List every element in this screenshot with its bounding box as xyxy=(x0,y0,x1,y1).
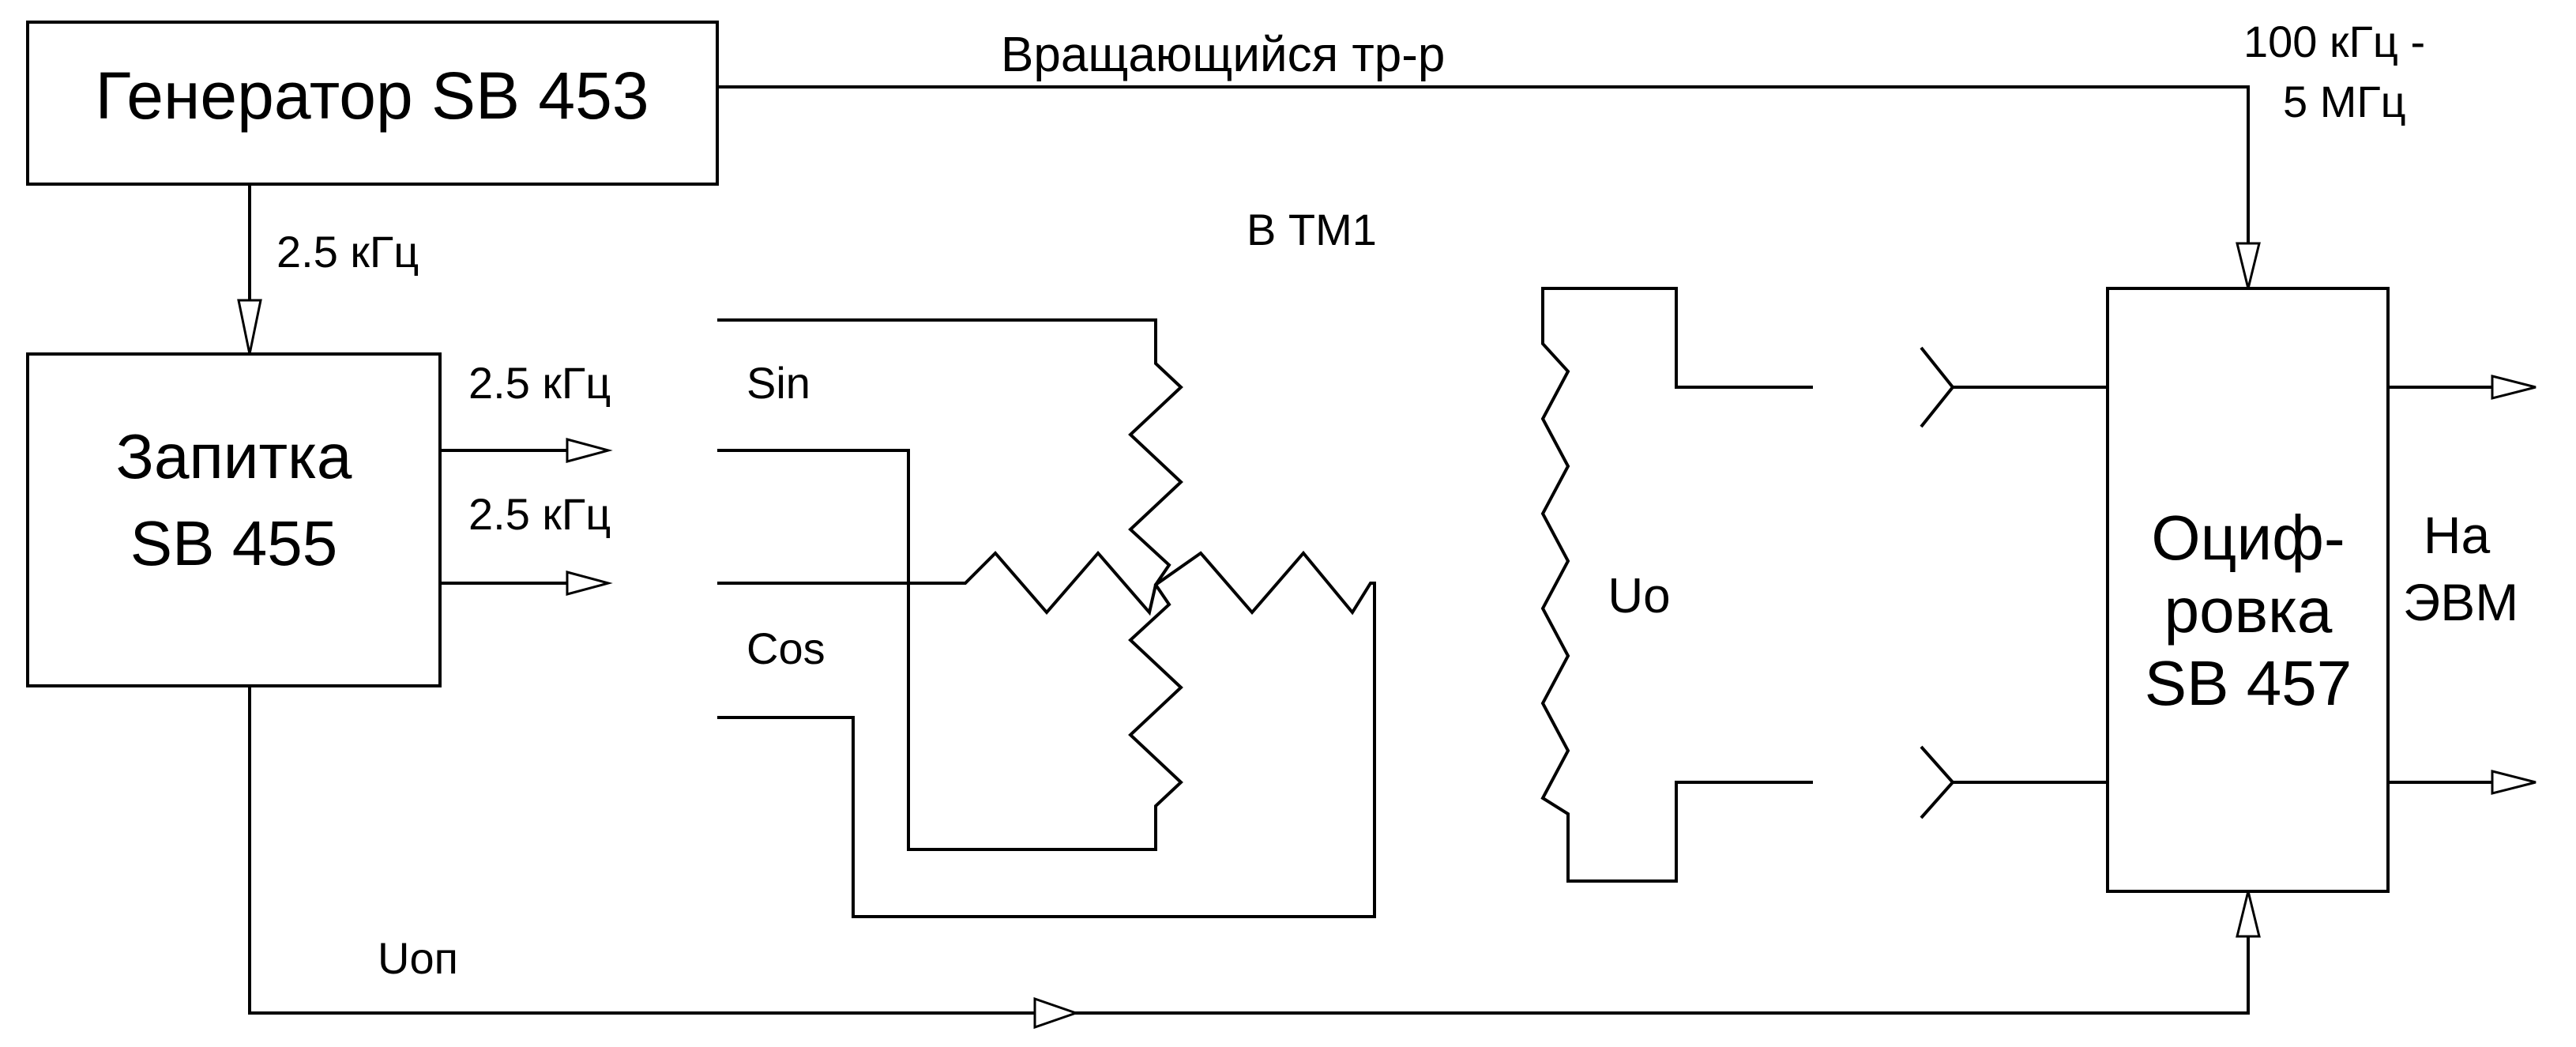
supply-block: Запитка SB 455 xyxy=(26,352,442,687)
supply-label-line2: SB 455 xyxy=(130,508,337,578)
arrow-head-into-digitizer xyxy=(2236,242,2261,289)
supply-out-freq-label-2: 2.5 кГц xyxy=(468,489,611,539)
arrow-head-uop-mid xyxy=(1033,996,1080,1030)
gen-to-digitizer-link: Вращающийся тр-р 100 кГц - 5 МГц xyxy=(717,17,2425,289)
generator-label: Генератор SB 453 xyxy=(95,58,649,133)
arrow-head-supply-out-1 xyxy=(566,438,613,463)
supply-label-line1: Запитка xyxy=(116,421,352,491)
uo-winding xyxy=(1540,287,1813,883)
arrow-head-into-digitizer-bottom xyxy=(2236,891,2261,938)
sin-winding xyxy=(717,318,1183,851)
freq-range-label-line2: 5 МГц xyxy=(2283,77,2406,126)
digitizer-block: Оциф- ровка SB 457 xyxy=(2106,287,2390,893)
digitizer-outputs: На ЭВМ xyxy=(2388,375,2537,795)
cos-label: Cos xyxy=(746,623,825,673)
to-computer-label-line1: На xyxy=(2424,506,2491,564)
gen-to-supply-freq-label: 2.5 кГц xyxy=(276,227,419,277)
freq-range-label-line1: 100 кГц - xyxy=(2243,17,2425,66)
rotating-transformer-label: Вращающийся тр-р xyxy=(1001,28,1445,82)
arrow-head-into-supply xyxy=(237,299,262,355)
arrow-head-output-1 xyxy=(2491,375,2537,400)
resolver-windings: В ТМ1 Sin Cos Uo xyxy=(717,205,1813,918)
digitizer-label-line2: ровка xyxy=(2164,575,2333,646)
cos-winding xyxy=(717,550,1376,918)
uop-label: Uоп xyxy=(378,933,458,983)
digitizer-input-connectors xyxy=(1920,346,2108,819)
connector-bottom xyxy=(1920,745,1955,819)
supply-out-freq-label-1: 2.5 кГц xyxy=(468,358,611,408)
arrow-head-output-2 xyxy=(2491,770,2537,795)
sin-label: Sin xyxy=(746,358,810,408)
connector-top xyxy=(1920,346,1955,428)
in-tm1-label: В ТМ1 xyxy=(1247,205,1377,254)
arrow-head-supply-out-2 xyxy=(566,571,613,596)
uo-label: Uo xyxy=(1608,569,1670,623)
digitizer-label-line1: Оциф- xyxy=(2151,503,2345,573)
gen-to-supply-link: 2.5 кГц xyxy=(237,184,419,355)
supply-outputs: 2.5 кГц 2.5 кГц xyxy=(440,358,613,596)
to-computer-label-line2: ЭВМ xyxy=(2403,573,2518,631)
digitizer-label-line3: SB 457 xyxy=(2145,648,2352,718)
reference-voltage-link: Uоп xyxy=(248,686,2261,1030)
generator-block: Генератор SB 453 xyxy=(26,21,719,186)
